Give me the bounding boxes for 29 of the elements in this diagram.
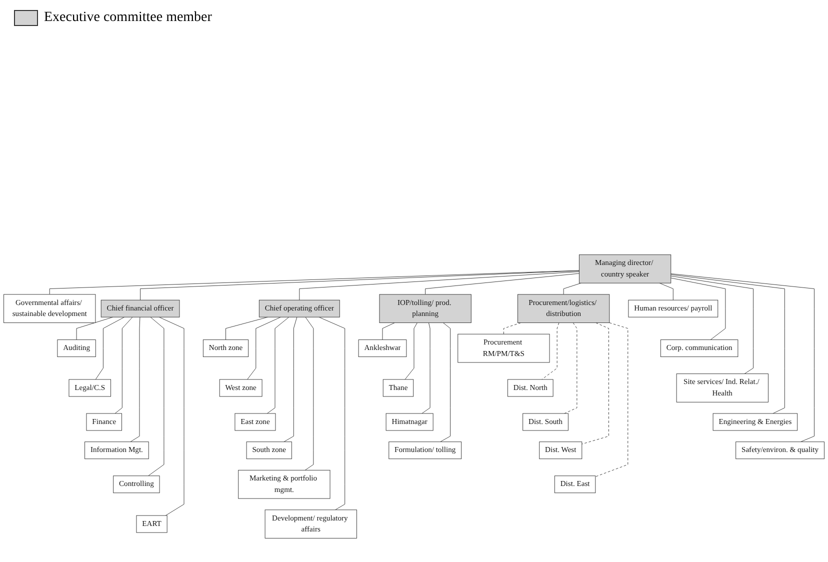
connector	[158, 316, 184, 516]
connector	[304, 316, 314, 470]
connector	[425, 273, 580, 295]
connector	[266, 316, 290, 414]
connector	[670, 274, 785, 414]
connector	[49, 270, 580, 295]
connector	[563, 282, 582, 295]
connector	[670, 273, 814, 442]
connector	[148, 316, 164, 476]
connector	[284, 316, 298, 442]
connector	[440, 322, 451, 442]
connector	[95, 316, 125, 380]
legend-label: Executive committee member	[44, 10, 212, 26]
connector	[422, 322, 430, 414]
connector	[247, 316, 281, 380]
connector	[404, 322, 418, 380]
connector	[299, 271, 580, 300]
connector	[542, 322, 560, 380]
connector	[130, 316, 140, 442]
connector	[503, 322, 522, 334]
connector	[670, 278, 726, 340]
connector	[114, 316, 133, 414]
connector	[318, 316, 346, 510]
connector	[140, 270, 580, 300]
connector	[582, 322, 609, 444]
connector	[76, 316, 114, 340]
connector	[595, 322, 628, 477]
connector	[670, 276, 754, 374]
connector	[226, 316, 268, 340]
